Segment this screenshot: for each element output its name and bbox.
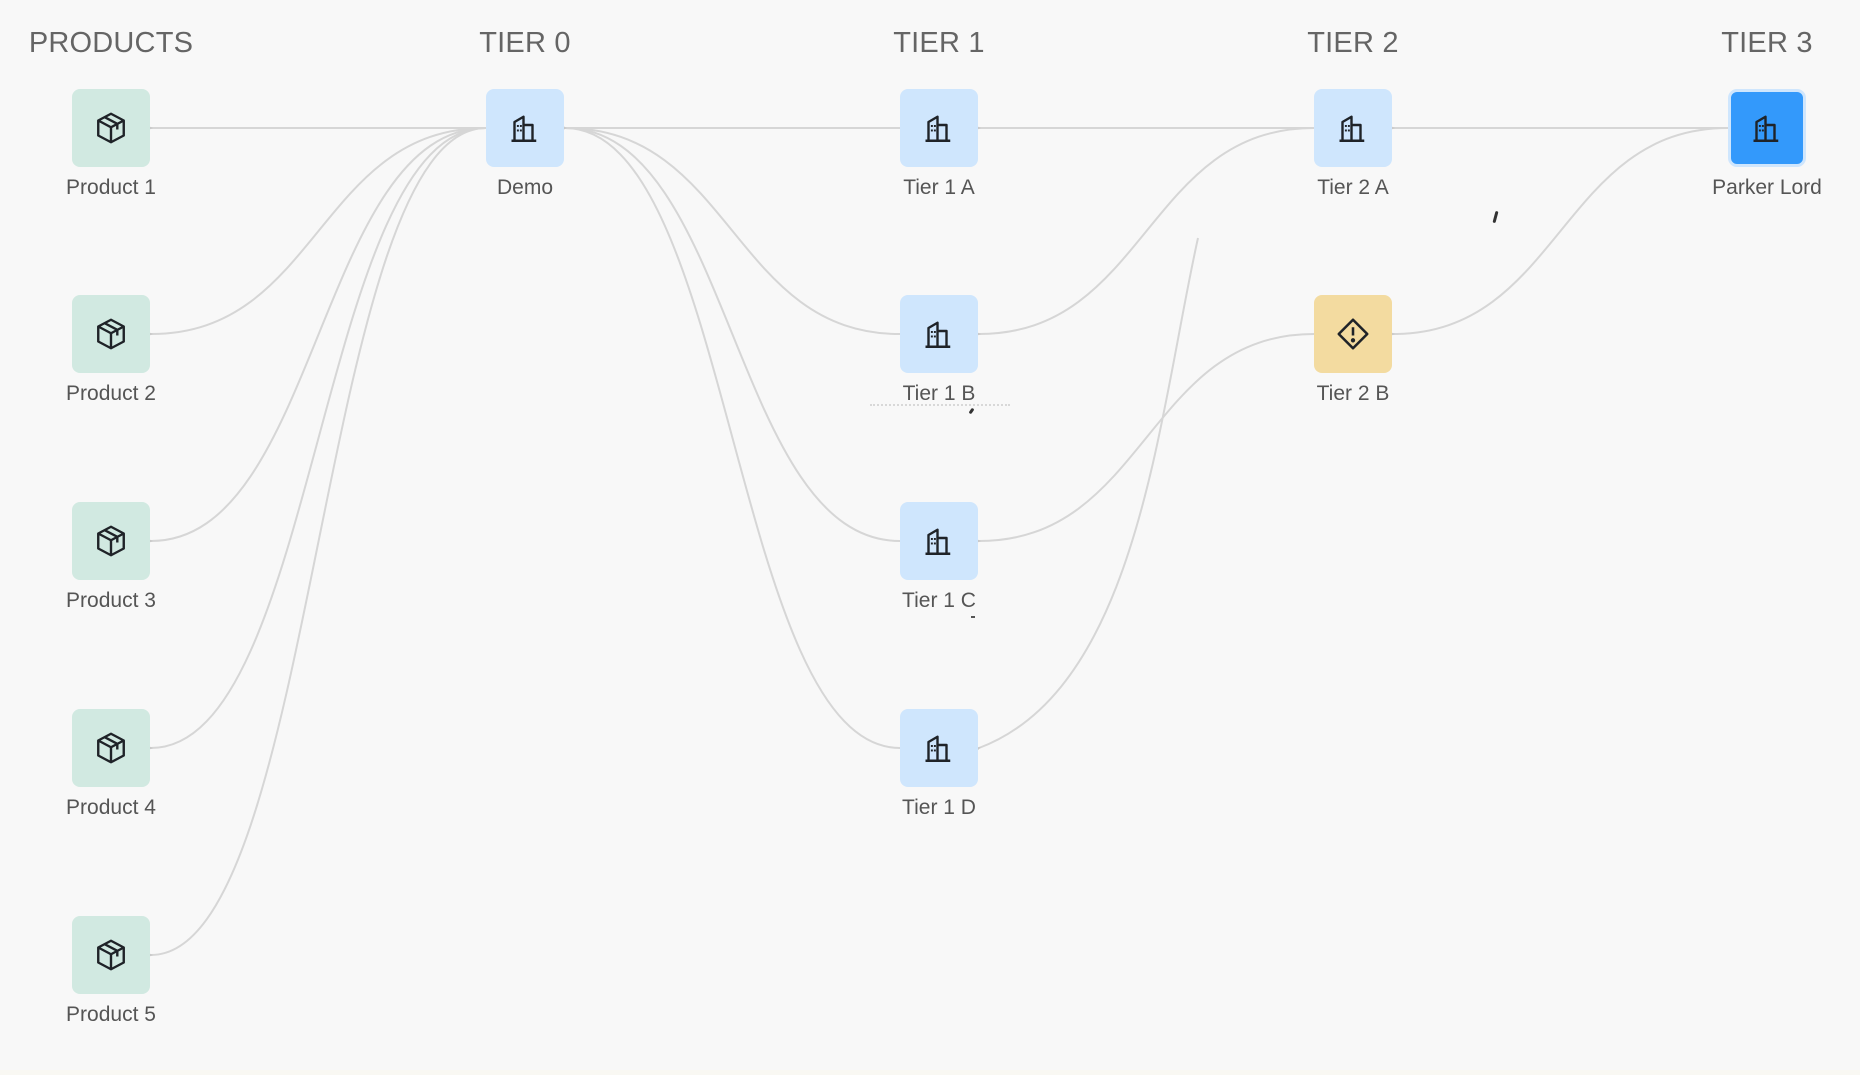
node-parker-lord[interactable]	[1728, 89, 1806, 167]
edge-demo-to-p2	[136, 127, 487, 342]
node-label-product-1: Product 1	[66, 176, 156, 199]
node-product-3[interactable]	[72, 502, 150, 580]
package-icon	[93, 316, 129, 352]
edge-truncated-to-t1d	[963, 237, 1199, 760]
node-demo[interactable]	[486, 89, 564, 167]
edge-demo-to-p5	[136, 127, 487, 963]
node-tier-1-b[interactable]	[900, 295, 978, 373]
building-icon	[1749, 110, 1785, 146]
stray-mark	[971, 616, 975, 618]
node-tier-2-b[interactable]	[1314, 295, 1392, 373]
package-icon	[93, 110, 129, 146]
warning-diamond-icon	[1335, 316, 1371, 352]
node-label-tier-1-b: Tier 1 B	[902, 382, 976, 405]
building-icon	[921, 316, 957, 352]
building-icon	[921, 523, 957, 559]
column-header-tier-2: TIER 2	[1307, 27, 1399, 59]
stray-mark	[1492, 210, 1499, 224]
node-label-tier-1-a: Tier 1 A	[903, 176, 975, 199]
stray-mark	[968, 407, 975, 415]
node-tier-2-a[interactable]	[1314, 89, 1392, 167]
faded-label-artifact	[870, 404, 1010, 406]
node-tier-1-d[interactable]	[900, 709, 978, 787]
column-header-tier-0: TIER 0	[479, 27, 571, 59]
node-tier-1-a[interactable]	[900, 89, 978, 167]
edge-t2a-to-t1b	[964, 127, 1315, 342]
node-product-2[interactable]	[72, 295, 150, 373]
edge-t1d-to-demo	[550, 120, 901, 749]
node-label-tier-2-a: Tier 2 A	[1317, 176, 1389, 199]
building-icon	[921, 110, 957, 146]
node-label-parker-lord: Parker Lord	[1712, 176, 1822, 199]
node-label-product-4: Product 4	[66, 796, 156, 819]
building-icon	[1335, 110, 1371, 146]
node-label-product-2: Product 2	[66, 382, 156, 405]
package-icon	[93, 937, 129, 973]
node-label-product-5: Product 5	[66, 1003, 156, 1026]
edge-parker-to-t2b	[1378, 127, 1729, 342]
node-label-tier-2-b: Tier 2 B	[1316, 382, 1390, 405]
node-product-1[interactable]	[72, 89, 150, 167]
node-product-5[interactable]	[72, 916, 150, 994]
package-icon	[93, 730, 129, 766]
column-header-tier-3: TIER 3	[1721, 27, 1813, 59]
node-tier-1-c[interactable]	[900, 502, 978, 580]
edge-t2b-to-t1c	[964, 333, 1315, 549]
node-label-tier-1-c: Tier 1 C	[902, 589, 976, 612]
column-header-products: PRODUCTS	[28, 27, 194, 59]
node-label-demo: Demo	[496, 176, 554, 199]
node-label-product-3: Product 3	[66, 589, 156, 612]
node-product-4[interactable]	[72, 709, 150, 787]
node-label-tier-1-d: Tier 1 D	[902, 796, 976, 819]
building-icon	[507, 110, 543, 146]
edge-t1b-to-demo	[550, 120, 901, 335]
package-icon	[93, 523, 129, 559]
building-icon	[921, 730, 957, 766]
column-header-tier-1: TIER 1	[893, 27, 985, 59]
edge-demo-to-p4	[136, 127, 487, 756]
bottom-strip	[0, 1070, 1860, 1075]
